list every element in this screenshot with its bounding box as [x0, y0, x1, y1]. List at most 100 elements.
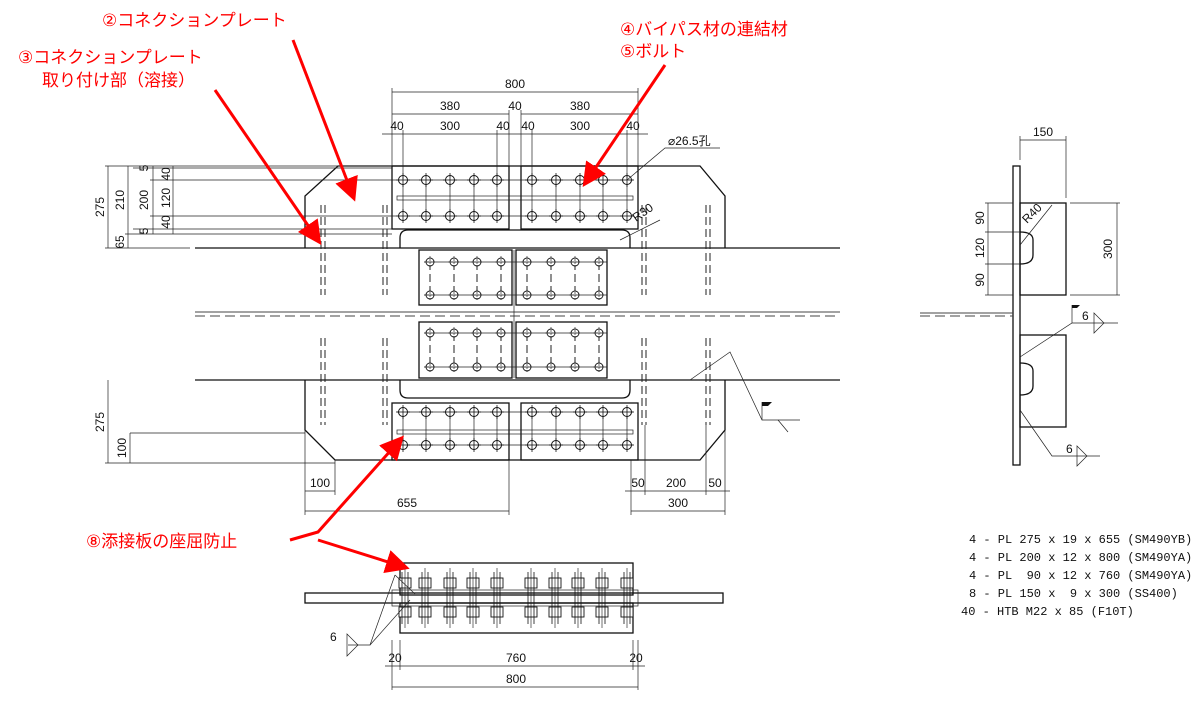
parts-list-item: 8 - PL 150 x 9 x 300 (SS400) [969, 587, 1178, 601]
bolt-icon [466, 208, 482, 224]
arrow [317, 538, 410, 574]
bolt-icon [524, 567, 538, 629]
bolt-icon [524, 208, 540, 224]
bolt-icon [620, 567, 634, 629]
dim-20: 20 [388, 651, 402, 665]
bolt-icon [572, 404, 588, 420]
arrow [582, 64, 667, 187]
bolt-icon [442, 437, 458, 453]
bolt-icon [418, 208, 434, 224]
left-dimensions: 275 210 65 200 5 5 40 120 40 [93, 164, 400, 249]
dim-40-mid: 40 [508, 99, 522, 113]
dim-100: 100 [310, 476, 330, 490]
dim-90: 90 [973, 211, 987, 225]
annotation-buckling-prevention: ⑧添接板の座屈防止 [86, 532, 237, 552]
dim-300-left: 300 [440, 119, 460, 133]
weld-size: 6 [330, 630, 337, 644]
dim-275: 275 [93, 412, 107, 432]
bolt-icon [619, 404, 635, 420]
bolt-icon [466, 567, 480, 629]
bolt-icon [548, 208, 564, 224]
bolt-icon [418, 437, 434, 453]
dim-200: 200 [137, 190, 151, 210]
bolt-icon [595, 208, 611, 224]
bolt-icon [443, 567, 457, 629]
dim-800: 800 [505, 77, 525, 91]
bolt-icon [418, 172, 434, 188]
radius-label: R40 [1019, 200, 1045, 226]
bolt-icon [619, 437, 635, 453]
bolt-icon [398, 567, 412, 629]
lower-dimensions: 275 100 100 655 50 200 50 300 [93, 351, 800, 515]
bolt-icon [442, 172, 458, 188]
dim-100: 100 [115, 438, 129, 458]
dim-40: 40 [390, 119, 404, 133]
bolt-icon [489, 437, 505, 453]
dim-300-right: 300 [570, 119, 590, 133]
bolt-icon [524, 404, 540, 420]
dim-40: 40 [496, 119, 510, 133]
bolt-icon [548, 567, 562, 629]
dim-50: 50 [708, 476, 722, 490]
bolt-icon [572, 208, 588, 224]
dim-40: 40 [521, 119, 535, 133]
bolt-icon [466, 437, 482, 453]
annotations: ②コネクションプレート ③コネクションプレート 取り付け部（溶接） ④バイパス材… [18, 11, 788, 574]
dim-40: 40 [159, 215, 173, 229]
dim-90: 90 [973, 273, 987, 287]
bolt-icon [548, 404, 564, 420]
bolt-icon [466, 404, 482, 420]
parts-list-item: 40 - HTB M22 x 85 (F10T) [961, 605, 1134, 619]
dim-300: 300 [668, 496, 688, 510]
section-view: 6 20 760 20 800 [304, 562, 724, 690]
bolt-icon [595, 172, 611, 188]
bolt-icon [572, 172, 588, 188]
bolt-holes [395, 172, 635, 453]
top-dimensions: 800 380 40 380 40 300 40 40 300 40 ⌀26.5… [382, 77, 720, 241]
bolt-icon [490, 567, 504, 629]
cutout-upper [399, 229, 631, 248]
bolt-icon [595, 404, 611, 420]
hole-diameter-label: ⌀26.5孔 [668, 134, 711, 148]
bolt-icon [418, 567, 432, 629]
annotation-plate-weld-line2: 取り付け部（溶接） [42, 71, 195, 91]
dim-300: 300 [1101, 239, 1115, 259]
dim-380-right: 380 [570, 99, 590, 113]
bolt-icon [418, 404, 434, 420]
dim-760: 760 [506, 651, 526, 665]
dim-5: 5 [137, 164, 151, 171]
weld-size: 6 [1066, 442, 1073, 456]
connection-plate-lower [304, 380, 726, 461]
dim-120: 120 [159, 188, 173, 208]
connection-plate-upper [304, 165, 726, 248]
arrow [291, 39, 358, 202]
weld-size: 6 [1082, 309, 1089, 323]
bolt-icon [489, 404, 505, 420]
web-splice-plates [418, 249, 608, 379]
bolt-icon [595, 437, 611, 453]
cutout-lower [399, 380, 631, 399]
slot-lines [320, 205, 711, 425]
dim-40: 40 [159, 167, 173, 181]
dim-275: 275 [93, 197, 107, 217]
annotation-connection-plate: ②コネクションプレート [102, 11, 287, 31]
bolt-icon [489, 208, 505, 224]
parts-list-item: 4 - PL 200 x 12 x 800 (SM490YA) [969, 551, 1192, 565]
parts-list-item: 4 - PL 275 x 19 x 655 (SM490YB) [969, 533, 1192, 547]
bolt-icon [466, 172, 482, 188]
dim-40: 40 [626, 119, 640, 133]
arrow [213, 89, 322, 245]
bolts-section [398, 567, 634, 629]
bolt-icon [548, 437, 564, 453]
radius-label: R30 [630, 200, 656, 224]
dim-210: 210 [113, 190, 127, 210]
dim-150: 150 [1033, 125, 1053, 139]
side-view: 150 300 90 120 90 R40 6 6 [920, 125, 1120, 467]
parts-list: 4 - PL 275 x 19 x 655 (SM490YB) 4 - PL 2… [961, 533, 1192, 619]
bolt-icon [395, 404, 411, 420]
dim-65: 65 [113, 235, 127, 249]
arrow [289, 435, 404, 542]
dim-800: 800 [506, 672, 526, 686]
bolt-icon [524, 437, 540, 453]
